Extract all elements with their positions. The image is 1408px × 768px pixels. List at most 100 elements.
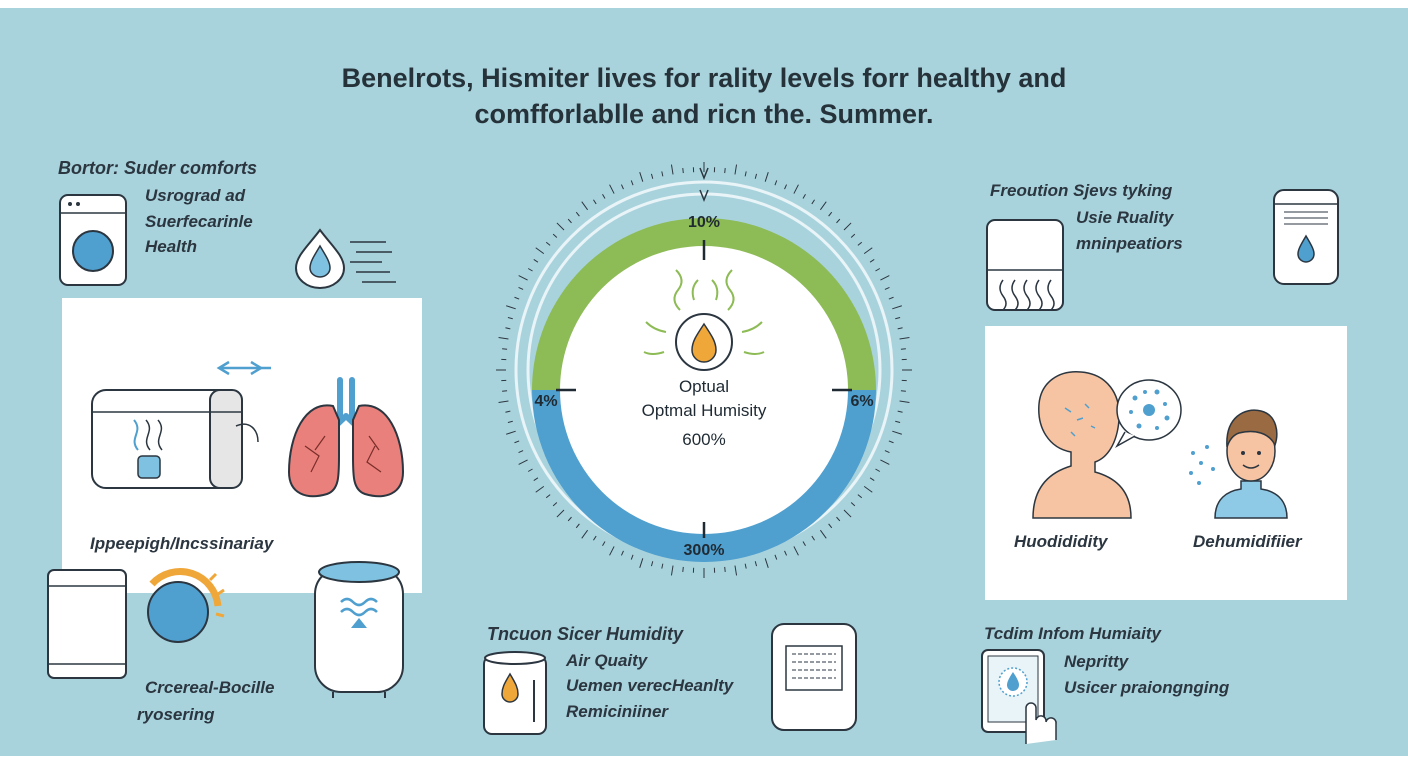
gauge-tick <box>630 554 634 560</box>
top-left-item-1: Usrograd ad <box>145 186 246 205</box>
gauge-bottom-value: 300% <box>683 542 725 559</box>
gauge-tick <box>602 193 606 199</box>
gauge-tick <box>650 173 654 179</box>
gauge-tick <box>734 164 738 175</box>
bottom-center-item-2: Uemen verecHeanlty <box>566 676 734 695</box>
gauge-center-disc <box>560 246 848 534</box>
gauge-tick <box>505 327 511 330</box>
gauge-tick <box>724 566 726 572</box>
gauge-tick <box>533 259 539 263</box>
gauge-tick <box>850 233 856 238</box>
gauge-tick <box>884 450 890 454</box>
bottom-left-line-2: ryosering <box>137 705 215 724</box>
gauge-tick <box>764 558 769 568</box>
top-left-item-2: Suerfecarinle <box>145 212 253 231</box>
heater-icon <box>986 219 1064 311</box>
gauge-tick <box>518 459 528 465</box>
bottom-center-item-3: Remiciniiner <box>566 702 669 721</box>
gauge-center-line-2: Optmal Humisity <box>641 401 767 420</box>
gauge-tick <box>892 430 902 435</box>
gauge-tick <box>900 348 906 350</box>
gauge-tick <box>609 546 615 556</box>
gauge-tick <box>505 410 511 413</box>
gauge-tick <box>850 502 856 507</box>
gauge-tick <box>609 184 615 194</box>
left-panel-caption: Ippeepigh/Incssinariay <box>90 534 274 553</box>
gauge-top-value: 10% <box>687 214 721 231</box>
gauge-center-line-1: Optual <box>678 377 730 396</box>
gauge-tick <box>682 168 684 174</box>
gauge-tick <box>744 171 747 177</box>
gauge-tick <box>535 247 545 255</box>
gauge-tick <box>507 316 513 320</box>
gauge-tick <box>581 529 589 539</box>
gauge-tick <box>793 546 799 556</box>
gauge-tick <box>892 305 902 310</box>
gauge-tick <box>880 459 890 465</box>
gauge-tick <box>670 565 674 576</box>
dehumidifier-drop-icon <box>1273 189 1339 285</box>
top-left-item-3: Health <box>145 237 197 256</box>
bottom-right-item-2: Usicer praiongnging <box>1064 678 1230 697</box>
gauge-tick <box>575 211 580 217</box>
gauge-tick <box>869 259 875 263</box>
gauge-tick <box>661 563 664 569</box>
gauge-tick <box>527 268 533 272</box>
gauge-right-value: 6% <box>850 393 874 410</box>
gauge-tick <box>581 201 589 211</box>
gauge-tick <box>518 450 524 454</box>
gauge-tick <box>650 561 654 567</box>
gauge-tick <box>774 180 778 186</box>
gauge-tick <box>514 440 520 444</box>
gauge-tick <box>506 430 516 435</box>
gauge-tick <box>764 172 769 182</box>
dehumidifier-unit-icon <box>771 623 857 731</box>
arrows-icon <box>216 360 271 376</box>
gauge-tick <box>869 477 875 481</box>
gauge-tick-ring <box>496 162 912 578</box>
gauge-tick <box>545 494 551 499</box>
gauge-tick <box>888 296 894 300</box>
top-right-item-1: Usie Ruality <box>1076 208 1174 227</box>
humidity-dial-icon <box>147 568 225 643</box>
right-panel-left-caption: Huodididity <box>1014 532 1108 551</box>
gauge-tick <box>593 535 597 541</box>
gauge-tick <box>863 485 873 493</box>
gauge-tick <box>828 523 833 529</box>
gauge-tick <box>724 168 726 174</box>
gauge-tick <box>575 523 580 529</box>
gauge-tick <box>802 541 806 547</box>
gauge-tick <box>793 184 799 194</box>
gauge-tick <box>744 563 747 569</box>
top-right-heading: Freoution Sjevs tyking <box>990 181 1173 200</box>
lungs-icon <box>287 377 405 498</box>
right-panel-right-caption: Dehumidifiier <box>1193 532 1302 551</box>
gauge-tick <box>754 173 758 179</box>
gauge-tick <box>836 516 841 522</box>
gauge-tick <box>888 440 894 444</box>
gauge-tick <box>897 410 903 413</box>
gauge-tick <box>639 172 644 182</box>
gauge-tick <box>884 286 890 290</box>
gauge-tick <box>639 558 644 568</box>
person-skin-icon <box>1032 371 1182 519</box>
gauge-tick <box>552 233 558 238</box>
gauge-tick <box>552 502 558 507</box>
gauge-tick <box>502 348 508 350</box>
gauge-tick <box>567 218 572 224</box>
gauge-tick <box>899 400 910 404</box>
gauge-tick <box>506 305 516 310</box>
gauge-center-value: 600% <box>682 430 726 449</box>
humidity-gauge <box>496 162 912 578</box>
gauge-tick <box>507 420 513 424</box>
gauge-tick <box>895 420 901 424</box>
gauge-tick <box>682 566 684 572</box>
air-purifier-icon <box>91 389 259 489</box>
bottom-right-item-1: Nepritty <box>1064 652 1129 671</box>
gauge-tick <box>502 390 508 392</box>
humidifier-tank-icon <box>314 561 404 698</box>
gauge-tick <box>602 541 606 547</box>
gauge-tick <box>857 494 863 499</box>
sun-drop-icon <box>643 269 765 371</box>
gauge-tick <box>875 268 881 272</box>
